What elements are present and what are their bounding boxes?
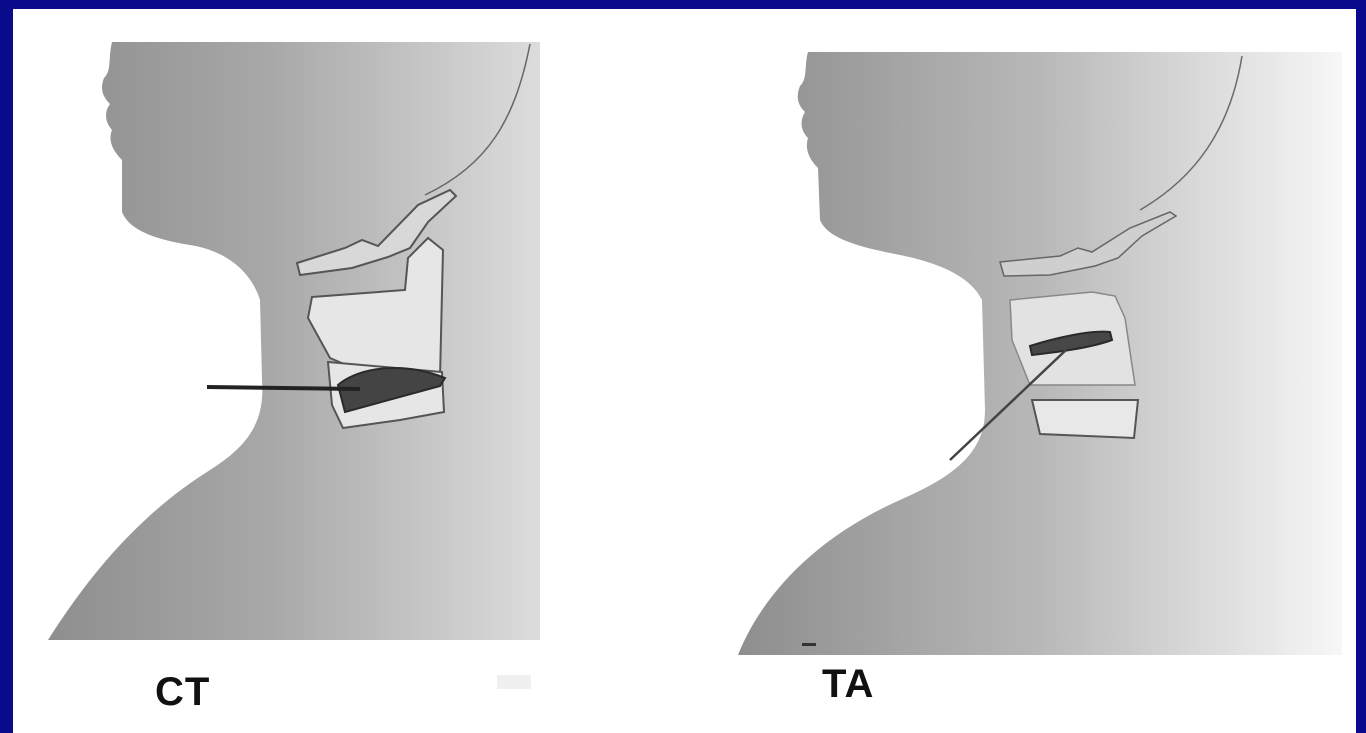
ct-panel xyxy=(48,42,540,689)
ta-panel xyxy=(738,52,1342,655)
ct-pointer-arrow xyxy=(207,387,360,389)
ta-caption: TA xyxy=(822,662,874,707)
cricoid-cartilage-right xyxy=(1032,400,1138,438)
head-neck-silhouette-left xyxy=(48,42,540,640)
ct-caption-smudge xyxy=(497,675,531,689)
ta-small-mark xyxy=(802,643,816,646)
ct-caption: CT xyxy=(155,670,210,715)
